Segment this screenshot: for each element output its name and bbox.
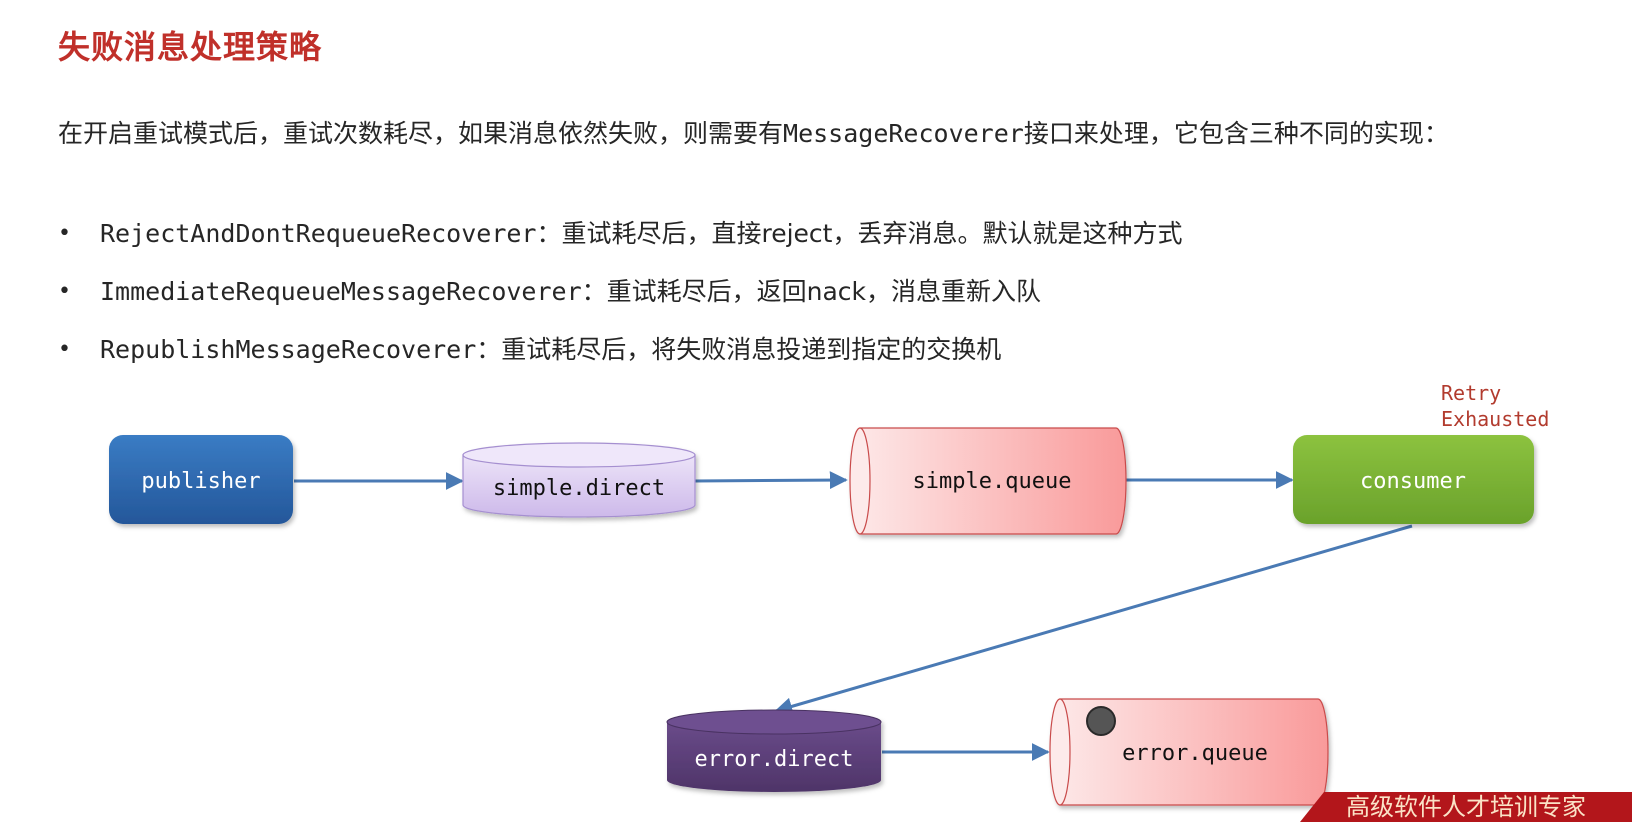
consumer-node [1293, 435, 1534, 524]
intro-paragraph: 在开启重试模式后，重试次数耗尽，如果消息依然失败，则需要有MessageReco… [58, 108, 1528, 160]
arrow-consumer-to-error-direct [774, 524, 1413, 716]
page-title: 失败消息处理策略 [58, 28, 323, 66]
publisher-node [109, 435, 293, 524]
recoverer-name: ImmediateRequeueMessageRecoverer [100, 277, 582, 306]
retry-note-line-2: Exhausted [1441, 407, 1549, 431]
recoverer-list: • RejectAndDontRequeueRecoverer：重试耗尽后，直接r… [58, 212, 1183, 386]
simple-direct-label: simple.direct [493, 476, 665, 501]
simple-queue-label: simple.queue [913, 469, 1072, 494]
recoverer-desc: ：重试耗尽后，返回nack，消息重新入队 [581, 277, 1042, 306]
error-direct-exchange [666, 709, 882, 792]
simple-direct-exchange [462, 442, 696, 518]
intro-code-message-recoverer: MessageRecoverer [783, 119, 1024, 148]
message-dot-icon [1086, 706, 1116, 736]
footer-brand-band: 高级软件人才培训专家 [1300, 792, 1632, 822]
intro-text-after: 接口来处理，它包含三种不同的实现： [1023, 119, 1449, 148]
recoverer-desc: ：重试耗尽后，将失败消息投递到指定的交换机 [476, 335, 1002, 364]
bullet-marker: • [58, 337, 71, 362]
list-item-republish-recoverer: • RepublishMessageRecoverer：重试耗尽后，将失败消息投递… [58, 328, 1183, 386]
error-queue-label: error.queue [1122, 741, 1268, 766]
recoverer-desc: ：重试耗尽后，直接reject，丢弃消息。默认就是这种方式 [536, 219, 1183, 248]
recoverer-name: RepublishMessageRecoverer [100, 335, 477, 364]
intro-text-before: 在开启重试模式后，重试次数耗尽，如果消息依然失败，则需要有 [58, 119, 784, 148]
list-item-reject-recoverer: • RejectAndDontRequeueRecoverer：重试耗尽后，直接r… [58, 212, 1183, 270]
recoverer-name: RejectAndDontRequeueRecoverer [100, 219, 537, 248]
consumer-label: consumer [1360, 469, 1466, 494]
list-item-immediate-requeue-recoverer: • ImmediateRequeueMessageRecoverer：重试耗尽后，… [58, 270, 1183, 328]
publisher-label: publisher [141, 469, 260, 494]
simple-queue [849, 427, 1127, 535]
bullet-marker: • [58, 279, 71, 304]
bullet-marker: • [58, 221, 71, 246]
retry-note-line-1: Retry [1441, 381, 1501, 405]
error-direct-label: error.direct [695, 747, 854, 772]
arrow-simple-direct-to-simple-queue [693, 471, 848, 490]
